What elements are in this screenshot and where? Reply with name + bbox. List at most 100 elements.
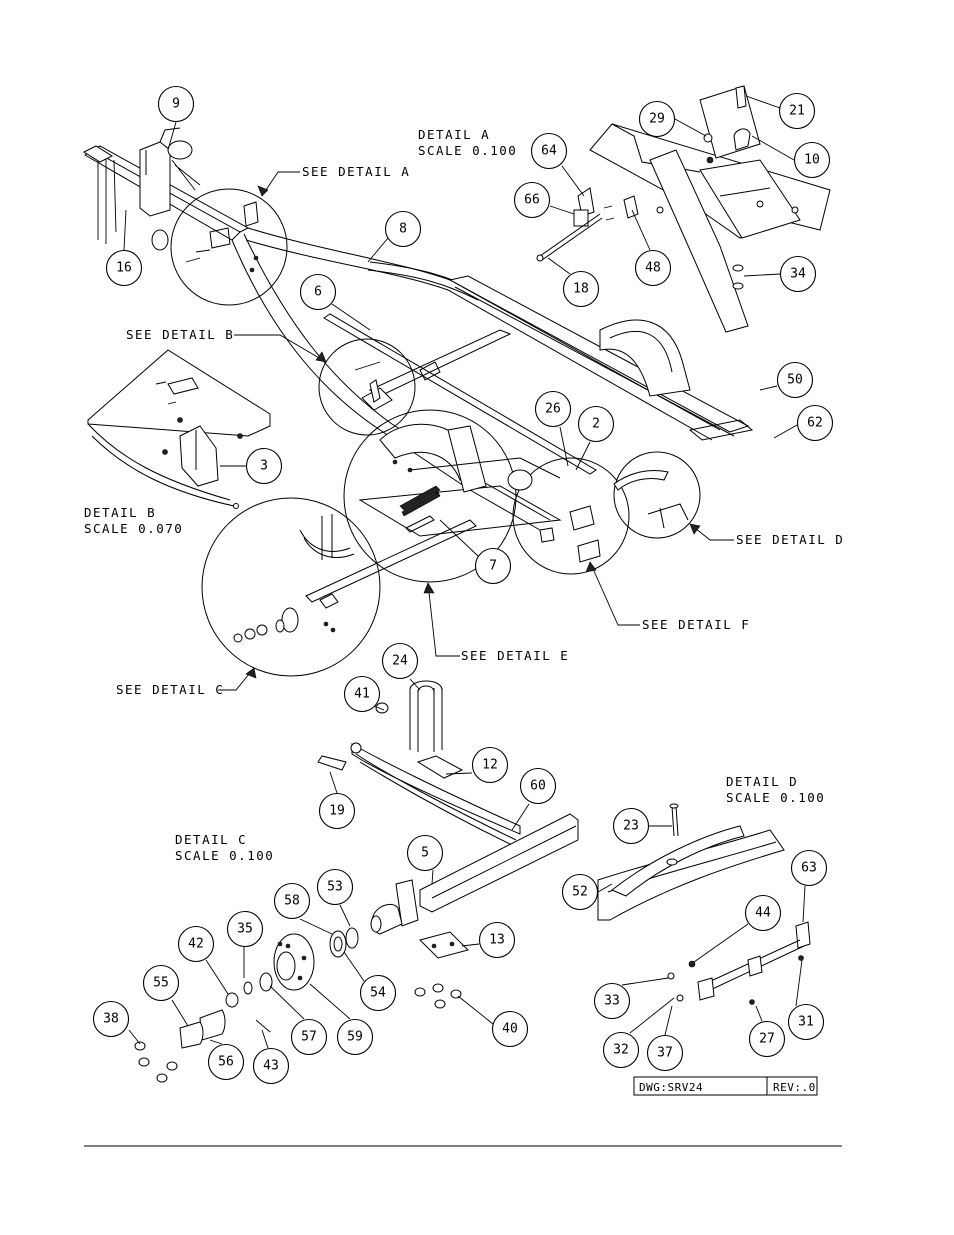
balloon-circle [290, 1018, 328, 1056]
balloon-number: 24 [392, 654, 408, 669]
detail-b-scale: SCALE 0.070 [84, 521, 183, 536]
balloon-number: 66 [524, 193, 540, 208]
balloon-number: 21 [789, 104, 805, 119]
part-balloon-7: 7 [474, 547, 512, 585]
balloon-number: 43 [263, 1059, 279, 1074]
balloon-number: 62 [807, 416, 823, 431]
see-detail-b-label: SEE DETAIL B [126, 327, 234, 342]
balloon-circle [646, 1034, 684, 1072]
balloon-circle [273, 882, 311, 920]
balloon-number: 60 [530, 779, 546, 794]
balloon-number: 44 [755, 906, 771, 921]
balloon-number: 10 [804, 153, 820, 168]
balloon-number: 19 [329, 804, 345, 819]
see-detail-e-label: SEE DETAIL E [461, 648, 569, 663]
balloon-number: 59 [347, 1030, 363, 1045]
part-balloon-2: 2 [577, 405, 615, 443]
balloon-circle [577, 405, 615, 443]
spring-assembly-exploded [317, 680, 521, 847]
part-balloon-58: 58 [273, 882, 311, 920]
balloon-number: 38 [103, 1012, 119, 1027]
see-detail-f-label: SEE DETAIL F [642, 617, 750, 632]
balloon-circle [787, 1003, 825, 1041]
balloon-number: 58 [284, 894, 300, 909]
detail-c-scale: SCALE 0.100 [175, 848, 274, 863]
detail-b-exploded [87, 349, 271, 509]
part-balloon-44: 44 [744, 894, 782, 932]
part-balloon-5: 5 [406, 834, 444, 872]
detail-a-title: DETAIL A [418, 127, 490, 142]
balloon-circle [790, 849, 828, 887]
balloon-circle [318, 792, 356, 830]
part-balloon-32: 32 [602, 1031, 640, 1069]
balloon-circle [105, 249, 143, 287]
detail-c-callout-circle [201, 497, 381, 677]
part-balloon-63: 63 [790, 849, 828, 887]
balloon-circle [381, 642, 419, 680]
balloon-circle [157, 85, 195, 123]
part-balloon-31: 31 [787, 1003, 825, 1041]
balloon-circle [779, 255, 817, 293]
balloon-circle [406, 834, 444, 872]
balloon-number: 64 [541, 144, 557, 159]
balloon-circle [471, 746, 509, 784]
balloon-circle [793, 141, 831, 179]
balloon-number: 6 [314, 285, 322, 300]
balloon-number: 57 [301, 1030, 317, 1045]
balloon-circle [561, 873, 599, 911]
balloon-number: 2 [592, 417, 600, 432]
balloon-number: 52 [572, 885, 588, 900]
balloon-number: 33 [604, 994, 620, 1009]
detail-b-callout-circle [318, 338, 416, 436]
balloon-number: 31 [798, 1015, 814, 1030]
part-balloon-27: 27 [748, 1020, 786, 1058]
part-balloon-66: 66 [513, 181, 551, 219]
balloon-number: 23 [623, 819, 639, 834]
part-balloon-33: 33 [593, 982, 631, 1020]
balloon-circle [634, 249, 672, 287]
balloon-number: 27 [759, 1032, 775, 1047]
balloon-circle [478, 921, 516, 959]
leader-lines [123, 95, 806, 1049]
balloon-number: 37 [657, 1046, 673, 1061]
part-balloon-37: 37 [646, 1034, 684, 1072]
hub-exploded [134, 927, 359, 1083]
detail-b-title: DETAIL B [84, 505, 156, 520]
trailer-frame [82, 127, 754, 537]
balloon-circle [778, 92, 816, 130]
part-balloon-23: 23 [612, 807, 650, 845]
balloon-number: 41 [354, 687, 370, 702]
balloon-number: 7 [489, 559, 497, 574]
part-balloon-6: 6 [299, 273, 337, 311]
balloon-circle [252, 1047, 290, 1085]
balloon-circle [776, 361, 814, 399]
detail-c-title: DETAIL C [175, 832, 247, 847]
balloon-number: 3 [260, 459, 268, 474]
see-detail-d-label: SEE DETAIL D [736, 532, 844, 547]
balloon-number: 13 [489, 933, 505, 948]
balloon-number: 9 [172, 97, 180, 112]
balloon-number: 12 [482, 758, 498, 773]
balloon-number: 35 [237, 922, 253, 937]
part-balloon-59: 59 [336, 1018, 374, 1056]
detail-circles [170, 188, 701, 677]
balloon-number: 40 [502, 1022, 518, 1037]
part-balloon-38: 38 [92, 1000, 130, 1038]
part-balloon-13: 13 [478, 921, 516, 959]
balloon-number: 56 [218, 1055, 234, 1070]
balloon-circle [602, 1031, 640, 1069]
balloon-circle [519, 767, 557, 805]
part-balloon-62: 62 [796, 404, 834, 442]
detail-a-exploded [536, 85, 831, 333]
balloon-circle [336, 1018, 374, 1056]
balloon-number: 29 [649, 112, 665, 127]
part-balloon-60: 60 [519, 767, 557, 805]
axle-exploded [370, 813, 579, 1009]
see-detail-a-label: SEE DETAIL A [302, 164, 410, 179]
part-balloon-16: 16 [105, 249, 143, 287]
balloon-circle [744, 894, 782, 932]
balloon-circle [796, 404, 834, 442]
balloon-circle [638, 100, 676, 138]
balloon-number: 63 [801, 861, 817, 876]
balloon-circle [226, 910, 264, 948]
